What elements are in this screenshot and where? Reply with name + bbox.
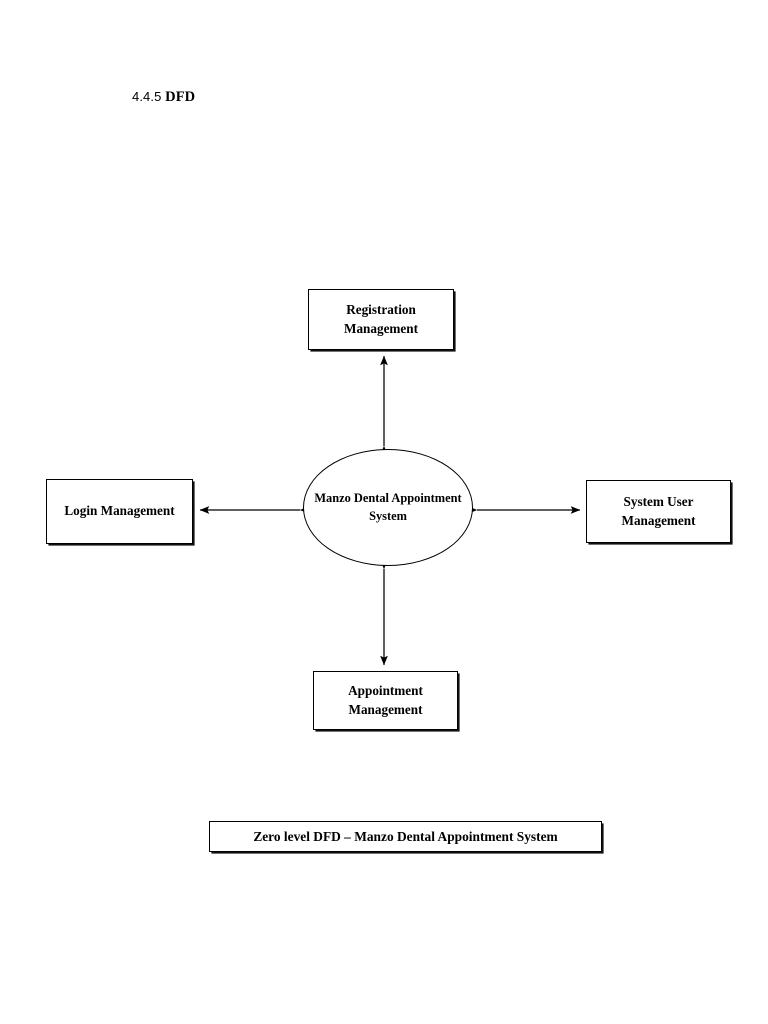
entity-registration-management-label: Registration Management <box>344 302 418 336</box>
entity-login-management[interactable]: Login Management <box>46 479 193 544</box>
entity-appointment-management-label: Appointment Management <box>348 683 423 717</box>
entity-appointment-management[interactable]: Appointment Management <box>313 671 458 730</box>
central-process-node[interactable]: Manzo Dental Appointment System <box>303 449 473 566</box>
entity-system-user-management-label: System User Management <box>621 494 696 528</box>
section-heading-title: DFD <box>165 89 196 105</box>
diagram-caption-label: Zero level DFD – Manzo Dental Appointmen… <box>253 828 558 844</box>
central-process-label: Manzo Dental Appointment System <box>314 490 462 523</box>
diagram-caption: Zero level DFD – Manzo Dental Appointmen… <box>209 821 602 852</box>
entity-registration-management[interactable]: Registration Management <box>308 289 454 350</box>
entity-login-management-label: Login Management <box>64 503 175 519</box>
entity-system-user-management[interactable]: System User Management <box>586 480 731 543</box>
section-heading: 4.4.5 DFD <box>132 89 195 106</box>
section-heading-number: 4.4.5 <box>132 89 162 104</box>
